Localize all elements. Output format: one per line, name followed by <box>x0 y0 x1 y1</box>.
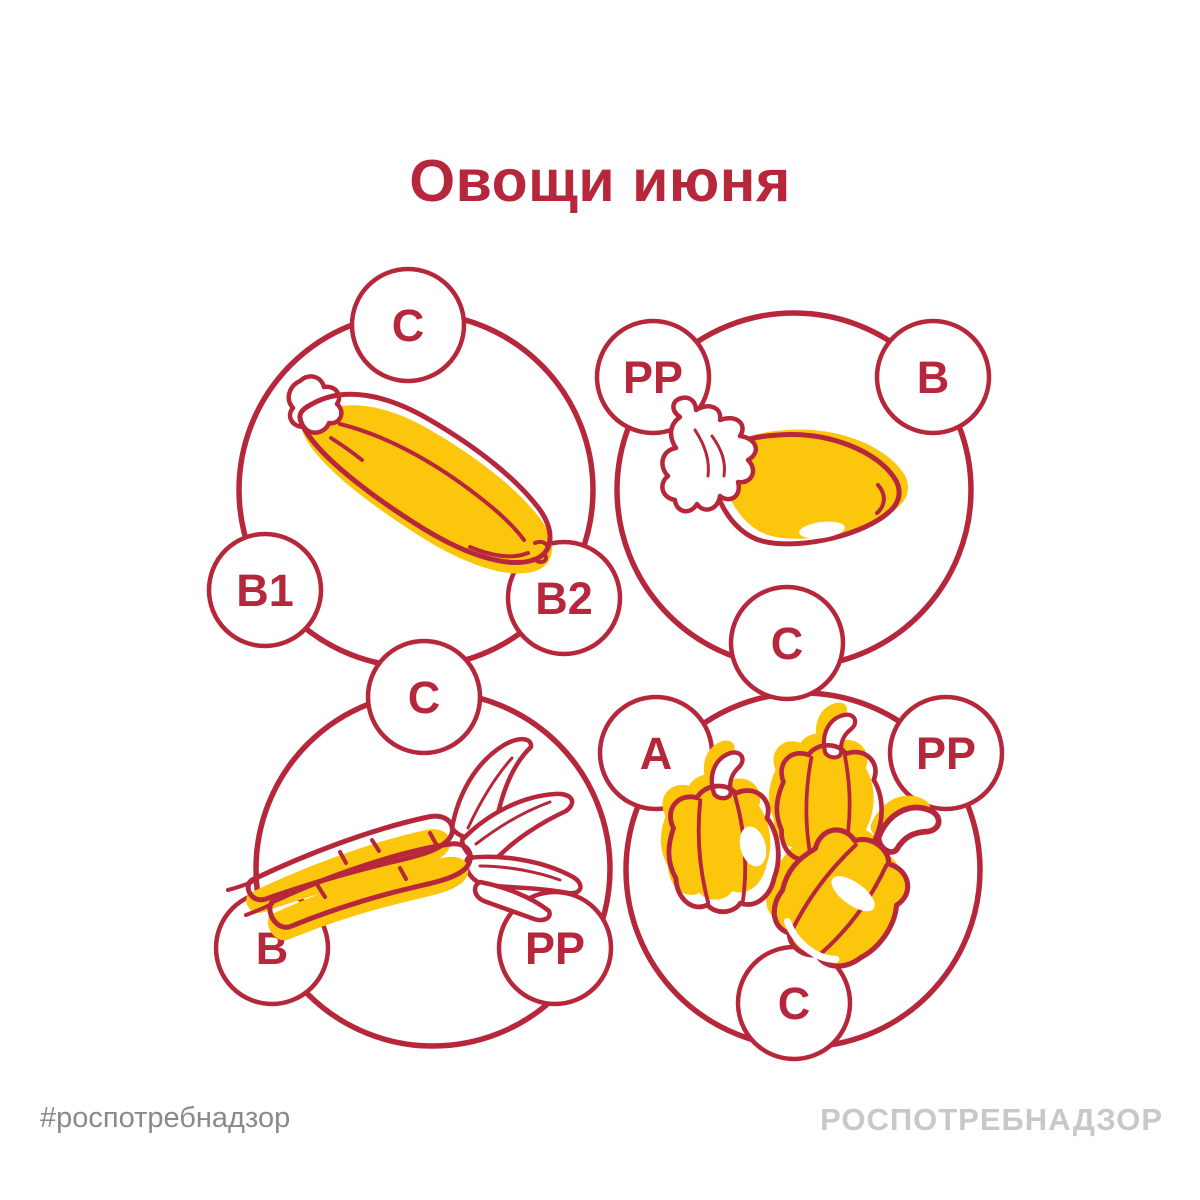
zucchini-highlight-stroke <box>338 422 526 542</box>
page-title: Овощи июня <box>409 148 791 214</box>
eggplant-vitamin-badge-bottom: C <box>728 584 846 702</box>
zucchini-vitamin-badge-top: C <box>349 266 467 384</box>
badge-circle <box>206 531 324 649</box>
badge-label: PP <box>916 728 976 779</box>
badge-label: PP <box>623 352 683 403</box>
zucchini-fill <box>301 405 553 574</box>
carrot-leaf-veins <box>466 756 562 882</box>
carrot-vitamin-badge-top: C <box>365 638 483 756</box>
footer-brand-logo: РОСПОТРЕБНАДЗОР <box>820 1102 1163 1137</box>
eggplant-calyx-vein <box>693 428 726 478</box>
zucchini-illustration <box>286 374 553 574</box>
pepper-illustration <box>655 702 961 987</box>
eggplant-calyx <box>660 395 759 514</box>
badge-label: C <box>778 978 811 1029</box>
badge-circle <box>365 638 483 756</box>
badge-label: B <box>917 352 950 403</box>
eggplant-highlight <box>799 521 845 539</box>
badge-label: B2 <box>535 573 593 624</box>
badge-label: C <box>392 300 425 351</box>
badge-label: C <box>408 672 441 723</box>
zucchini-end-stroke <box>468 545 530 559</box>
badge-circle <box>349 266 467 384</box>
badge-label: C <box>771 618 804 669</box>
carrot-ticks <box>316 831 438 899</box>
zucchini-highlight-stroke-short <box>329 436 364 462</box>
badge-label: A <box>640 728 673 779</box>
badge-circle <box>887 694 1005 812</box>
pepper-highlight <box>831 876 875 912</box>
zucchini-blossom-notch <box>532 540 550 564</box>
pepper-bottom-sliver <box>783 918 840 963</box>
eggplant-tip-crease <box>875 483 886 515</box>
badge-label: B1 <box>236 565 294 616</box>
carrot-leaves <box>449 737 583 923</box>
zucchini-vitamin-badge-left: B1 <box>206 531 324 649</box>
pepper-right <box>755 764 960 986</box>
carrot-vitamin-badge-right: PP <box>496 889 614 1007</box>
pepper-vitamin-badge-bottom: C <box>735 944 853 1062</box>
pepper-vitamin-badge-right: PP <box>887 694 1005 812</box>
carrot-root-tails <box>226 880 274 917</box>
carrot-illustration <box>226 737 583 941</box>
badge-circle <box>728 584 846 702</box>
eggplant-illustration <box>660 395 909 544</box>
eggplant-vitamin-badge-right: B <box>874 318 992 436</box>
footer-hashtag: #роспотребнадзор <box>40 1102 291 1134</box>
pepper-left <box>661 749 784 916</box>
pepper-highlight <box>739 826 767 867</box>
badge-circle <box>874 318 992 436</box>
carrot-leaf <box>472 879 552 923</box>
badge-label: PP <box>525 923 585 974</box>
